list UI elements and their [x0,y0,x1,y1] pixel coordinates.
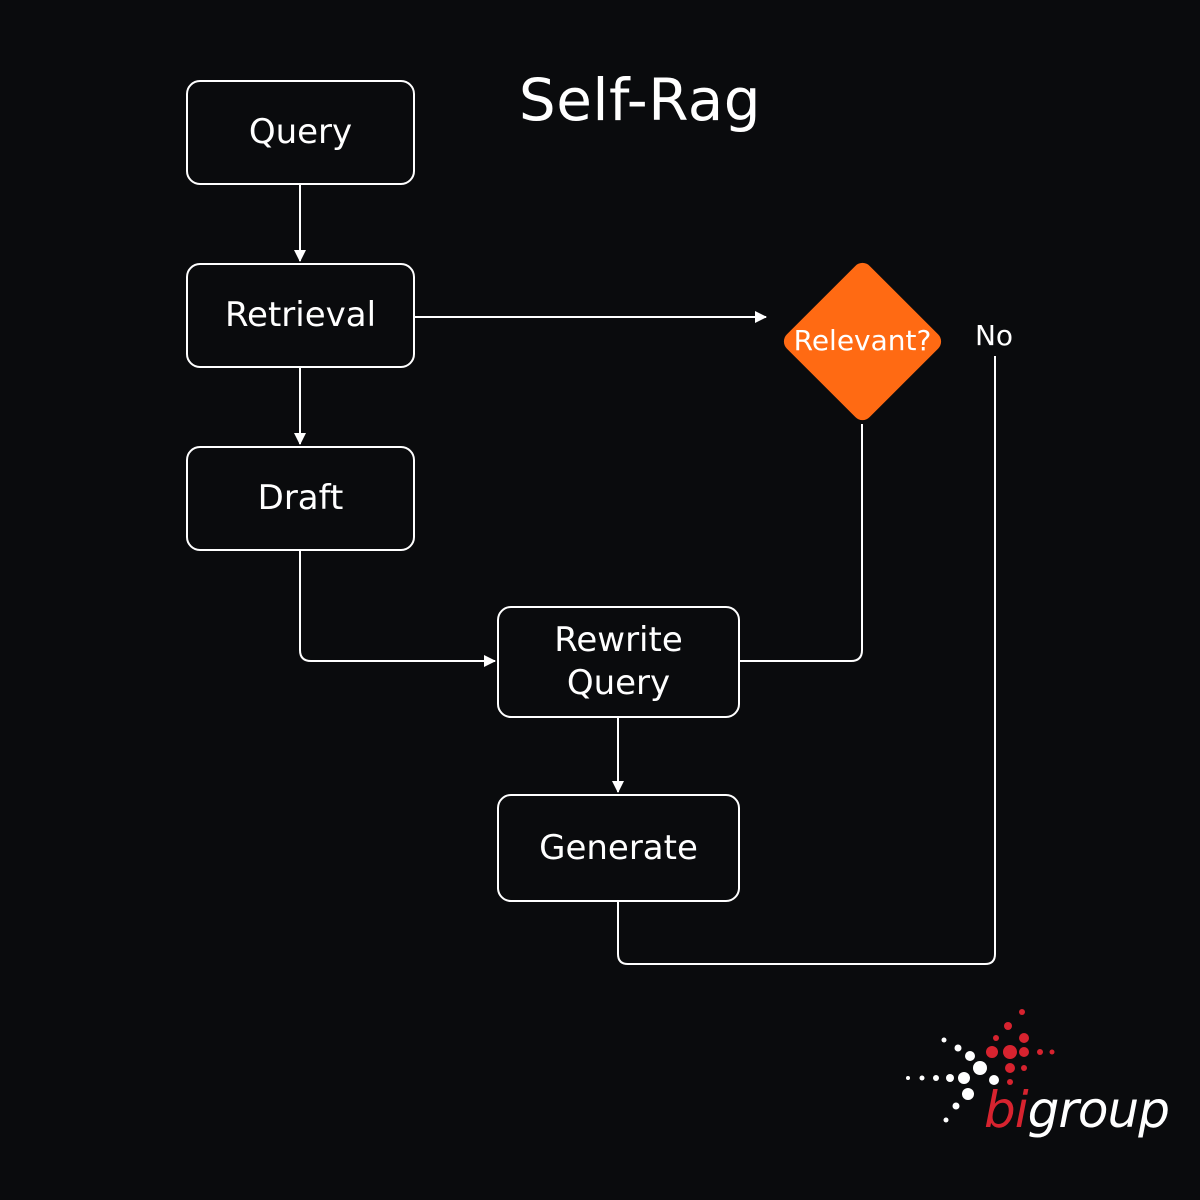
edge-generate-loop-no [617,356,996,965]
decision-relevant-label: Relevant? [793,324,932,357]
node-draft: Draft [186,446,415,551]
logo-wordmark: bigroup [984,1080,1170,1140]
logo-starburst-icon [906,1009,1055,1123]
bigroup-logo: bigroup [900,1000,1180,1160]
node-draft-label: Draft [257,478,344,518]
edge-label-no: No [974,319,1014,352]
node-generate-label: Generate [539,827,698,868]
logo-wordmark-prefix: bi [984,1081,1029,1139]
node-retrieval-label: Retrieval [224,295,377,335]
node-query: Query [186,80,415,185]
node-rewrite-query: Rewrite Query [497,606,740,718]
logo-wordmark-suffix: group [1027,1081,1170,1139]
diagram-title: Self-Rag [518,66,762,134]
decision-relevant-diamond [783,262,942,421]
edge-draft-to-rewrite [299,551,496,667]
node-generate: Generate [497,794,740,902]
edge-relevant-to-rewrite [740,424,863,662]
node-rewrite-query-label: Rewrite Query [554,620,683,703]
node-retrieval: Retrieval [186,263,415,368]
node-query-label: Query [248,112,353,152]
